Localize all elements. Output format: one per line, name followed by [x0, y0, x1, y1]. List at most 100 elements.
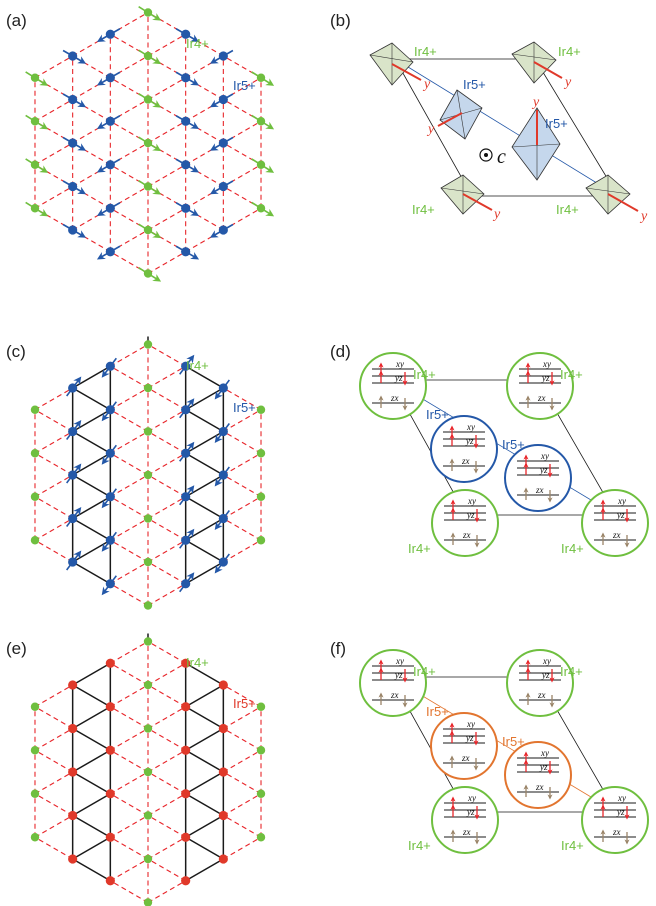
orbital-label: yz: [539, 465, 548, 475]
ir4-site-ring: [359, 352, 427, 420]
lattice-bond: [147, 662, 186, 686]
lattice-bond: [223, 749, 262, 773]
ir4-site: [143, 724, 153, 733]
ir4-site: [256, 702, 266, 711]
site-label: Ir5+: [426, 407, 449, 422]
ir4-label-b: Ir4+: [556, 202, 579, 217]
lattice-bond: [110, 771, 149, 795]
lattice-bond: [110, 55, 149, 79]
ir5-site: [181, 247, 191, 257]
lattice-bond: [110, 120, 149, 144]
lattice-bond: [34, 793, 73, 816]
ir5-site: [68, 225, 78, 235]
lattice-bond: [34, 431, 73, 454]
lattice-bond: [110, 662, 149, 686]
orbital-label: zx: [461, 456, 470, 466]
lattice-bond: [110, 409, 149, 432]
lattice-bond: [147, 684, 186, 708]
site-label: Ir4+: [408, 838, 431, 853]
ir5-site: [105, 492, 115, 502]
ir5-site: [181, 116, 191, 126]
lattice-bond: [34, 771, 73, 795]
lattice-bond: [110, 706, 149, 729]
site-label: Ir4+: [560, 367, 583, 382]
lattice-bond: [147, 836, 186, 860]
ir4-site: [143, 8, 153, 17]
ir4-site: [143, 95, 153, 104]
orbital-label: yz: [465, 436, 474, 446]
lattice-bond: [147, 793, 186, 816]
lattice-bond: [147, 431, 186, 454]
lattice-bond: [110, 33, 149, 57]
lattice-bond: [147, 815, 186, 838]
ir4-site-ring: [431, 786, 499, 854]
honeycomb-bond: [185, 452, 224, 476]
axis-y-label: y: [422, 77, 431, 92]
ir4-site-ring: [506, 649, 574, 717]
ir4-site: [143, 470, 153, 480]
ir4-site: [30, 117, 40, 126]
lattice-bond: [147, 749, 186, 773]
ir5-site: [218, 723, 228, 734]
ir4-site: [30, 73, 40, 82]
site-label: Ir4+: [408, 541, 431, 556]
orbital-label: zx: [390, 393, 399, 403]
honeycomb-bond: [72, 387, 111, 411]
orbital-label: zx: [612, 827, 621, 837]
panel-c: [30, 336, 266, 610]
ir4-site: [30, 833, 40, 842]
ir5-octahedron: [511, 107, 561, 181]
ir5-label-c: Ir5+: [233, 400, 256, 415]
ir5-site: [181, 745, 191, 755]
honeycomb-bond: [72, 684, 111, 708]
honeycomb-bond: [72, 409, 111, 433]
lattice-bond: [110, 684, 149, 708]
lattice-bond: [110, 387, 149, 411]
axis-y-label: y: [563, 75, 572, 90]
honeycomb-bond: [72, 749, 111, 773]
lattice-bond: [223, 518, 262, 541]
ir5-site: [105, 876, 115, 886]
ir5-site-ring: [504, 741, 572, 809]
ir4-site-ring: [359, 649, 427, 717]
lattice-bond: [147, 496, 186, 519]
lattice-bond: [34, 539, 73, 563]
ir4-site: [143, 51, 153, 61]
ir5-site: [105, 116, 115, 126]
lattice-bond: [34, 728, 73, 751]
orbital-label: yz: [394, 373, 403, 383]
lattice-bond: [110, 164, 149, 187]
ir4-site: [256, 73, 266, 82]
ir4-label-e: Ir4+: [186, 655, 209, 670]
panel-label-d: (d): [330, 342, 351, 361]
orbital-label: zx: [537, 393, 546, 403]
lattice-bond: [147, 561, 186, 585]
ir5-site: [105, 203, 115, 213]
ir5-site: [105, 361, 115, 371]
site-label: Ir4+: [561, 541, 584, 556]
orbital-label: xy: [467, 793, 476, 803]
lattice-bond: [223, 431, 262, 454]
orbital-label: yz: [465, 733, 474, 743]
ir5-octahedron: [437, 89, 483, 140]
lattice-bond: [147, 409, 186, 432]
axis-y-label: y: [639, 209, 648, 224]
lattice-bond: [110, 793, 149, 816]
ir4-site: [256, 746, 266, 755]
lattice-bond: [147, 771, 186, 795]
ir5-site: [105, 658, 115, 668]
ir5-site: [105, 702, 115, 712]
orbital-label: xy: [395, 656, 404, 666]
ir4-label-b: Ir4+: [558, 44, 581, 59]
orbital-label: xy: [617, 496, 626, 506]
lattice-bond: [110, 539, 149, 563]
lattice-bond: [34, 387, 73, 411]
ir5-site: [105, 789, 115, 799]
ir5-site: [68, 810, 78, 821]
lattice-bond: [223, 474, 262, 498]
ir4-site: [256, 405, 266, 414]
